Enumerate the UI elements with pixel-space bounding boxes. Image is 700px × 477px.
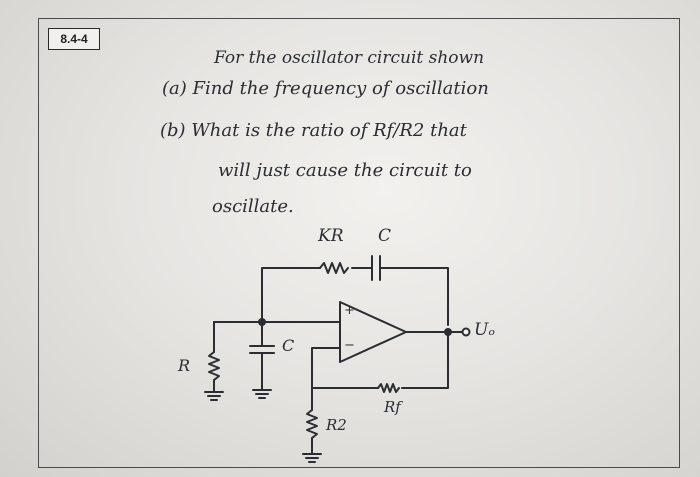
capacitor-mid <box>249 345 275 354</box>
ground-r2 <box>302 437 322 463</box>
problem-frame <box>38 18 680 468</box>
wire-top-right <box>379 267 449 326</box>
c-mid-label: C <box>282 336 295 355</box>
problem-line-5: oscillate. <box>212 196 294 217</box>
capacitor-top <box>371 255 381 281</box>
ground-mid <box>252 352 272 399</box>
rf-label: Rf <box>384 398 401 416</box>
wire-rf-right <box>401 331 449 389</box>
plus-sign: + <box>344 303 355 318</box>
kr-resistor <box>319 262 349 274</box>
wire-neg-input <box>311 347 341 389</box>
problem-line-1: For the oscillator circuit shown <box>214 48 485 68</box>
output-terminal <box>461 327 471 337</box>
r2-label: R2 <box>326 416 347 434</box>
wire-top-left <box>261 267 321 323</box>
problem-line-3: (b) What is the ratio of Rf/R2 that <box>160 120 467 141</box>
problem-line-2: (a) Find the frequency of oscillation <box>162 78 489 99</box>
r-left-label: R <box>178 356 191 375</box>
problem-line-4: will just cause the circuit to <box>218 160 472 181</box>
minus-sign: − <box>344 338 355 353</box>
ground-left <box>204 379 224 401</box>
r2-resistor <box>306 409 318 439</box>
kr-label: KR <box>318 226 344 246</box>
problem-number: 8.4-4 <box>48 28 100 50</box>
rf-resistor <box>377 383 400 393</box>
c-top-label: C <box>378 226 392 246</box>
r-resistor <box>208 351 220 381</box>
output-label: Uₒ <box>474 320 495 340</box>
op-amp <box>339 301 407 363</box>
